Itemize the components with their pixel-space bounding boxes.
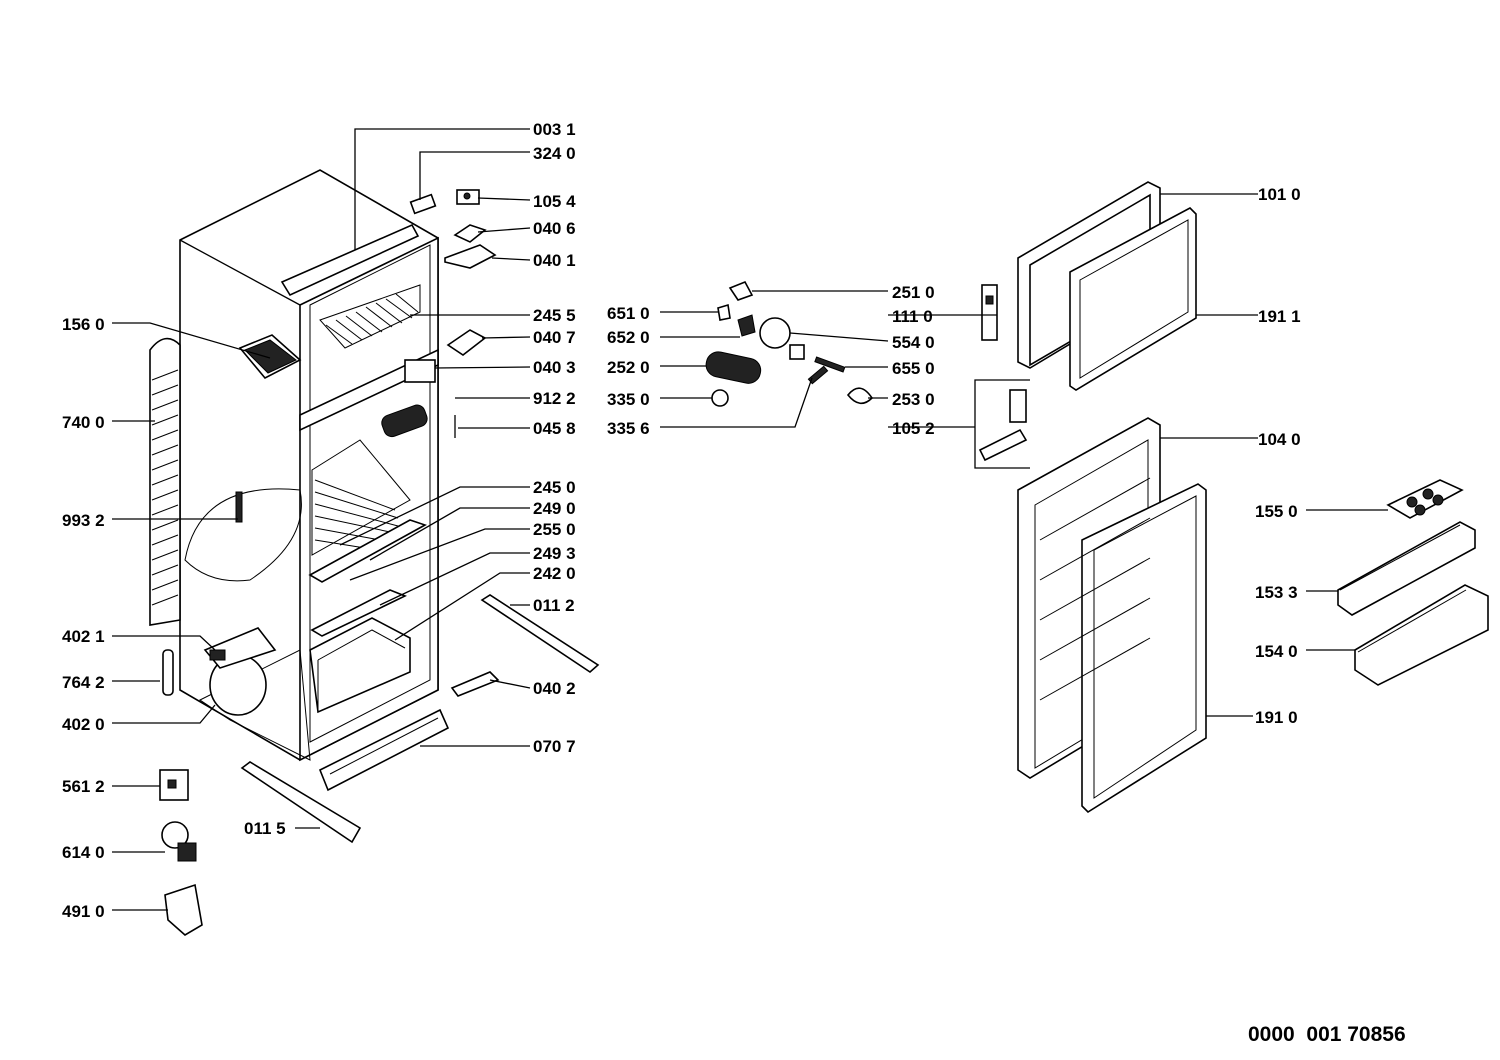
callout-561-2: 561 2	[62, 777, 105, 796]
top-panel	[280, 223, 420, 297]
ice-tray	[238, 334, 302, 380]
callout-045-8: 045 8	[533, 419, 576, 438]
callout-652-0: 652 0	[607, 328, 650, 347]
callout-156-0: 156 0	[62, 315, 105, 334]
thermostat-housing-252-0	[705, 351, 762, 384]
callout-101-0: 101 0	[1258, 185, 1301, 204]
rail-011-2	[480, 594, 600, 674]
lamp-holder-554-0	[759, 317, 805, 360]
thermostat-part	[161, 821, 197, 862]
callout-104-0: 104 0	[1258, 430, 1301, 449]
callout-245-0: 245 0	[533, 478, 576, 497]
part-105-4	[456, 189, 480, 205]
grille-070-7	[318, 708, 450, 792]
part-040-7	[446, 329, 487, 356]
callout-740-0: 740 0	[62, 413, 105, 432]
door-shelf-153-3	[1337, 521, 1476, 616]
callout-993-2: 993 2	[62, 511, 105, 530]
callout-249-0: 249 0	[533, 499, 576, 518]
callout-040-7: 040 7	[533, 328, 576, 347]
callout-105-2: 105 2	[892, 419, 935, 438]
lamp-cover-253-0	[846, 387, 874, 405]
callout-242-0: 242 0	[533, 564, 576, 583]
drain-detail	[184, 488, 302, 582]
refrigerator-cabinet	[179, 169, 439, 762]
callout-105-4: 105 4	[533, 192, 576, 211]
callout-255-0: 255 0	[533, 520, 576, 539]
part-040-1	[444, 244, 497, 269]
callout-111-0: 111 0	[892, 307, 933, 326]
bulb-655-0	[814, 356, 846, 373]
glass-shelf	[308, 519, 427, 583]
condenser	[149, 337, 181, 626]
callout-491-0: 491 0	[62, 902, 105, 921]
callout-245-5: 245 5	[533, 306, 576, 325]
bracket-040-2	[450, 671, 500, 697]
part-040-6	[453, 224, 487, 243]
compressor	[203, 627, 277, 716]
callout-655-0: 655 0	[892, 359, 935, 378]
callout-764-2: 764 2	[62, 673, 105, 692]
egg-tray-155-0	[1386, 479, 1464, 519]
callout-153-3: 153 3	[1255, 583, 1298, 602]
callout-253-0: 253 0	[892, 390, 935, 409]
fridge-door	[1017, 417, 1207, 814]
callout-324-0: 324 0	[533, 144, 576, 163]
callout-651-0: 651 0	[607, 304, 650, 323]
crisper-drawer	[309, 617, 411, 714]
callout-251-0: 251 0	[892, 283, 935, 302]
callout-252-0: 252 0	[607, 358, 650, 377]
callout-554-0: 554 0	[892, 333, 935, 352]
relay-cover	[164, 883, 203, 936]
rail-011-5	[240, 761, 362, 844]
callout-040-1: 040 1	[533, 251, 576, 270]
part-251-0	[728, 280, 754, 301]
filter-drier	[162, 649, 174, 696]
part-324-0	[409, 193, 437, 215]
callout-155-0: 155 0	[1255, 502, 1298, 521]
callout-191-0: 191 0	[1255, 708, 1298, 727]
hinge-111-0	[981, 284, 998, 341]
callout-402-1: 402 1	[62, 627, 105, 646]
callout-614-0: 614 0	[62, 843, 105, 862]
leader-lines	[112, 128, 1388, 911]
callout-011-2: 011 2	[533, 596, 575, 615]
callout-335-6: 335 6	[607, 419, 650, 438]
callout-402-0: 402 0	[62, 715, 105, 734]
callout-040-6: 040 6	[533, 219, 576, 238]
callout-335-0: 335 0	[607, 390, 650, 409]
callout-003-1: 003 1	[533, 120, 576, 139]
document-number: 0000 001 70856	[1248, 1023, 1406, 1046]
door-shelf-154-0	[1354, 584, 1489, 686]
callout-labels: 003 1 324 0 105 4 040 6 040 1 245 5 040 …	[62, 120, 1301, 921]
knob-335-0	[711, 389, 729, 407]
callout-249-3: 249 3	[533, 544, 576, 563]
callout-154-0: 154 0	[1255, 642, 1298, 661]
callout-040-2: 040 2	[533, 679, 576, 698]
fridge-shelf-grid	[311, 439, 411, 556]
start-relay	[159, 769, 189, 801]
freezer-door	[1017, 181, 1197, 391]
callout-070-7: 070 7	[533, 737, 576, 756]
glass-shelf-lower	[310, 589, 407, 637]
callout-912-2: 912 2	[533, 389, 576, 408]
hinge-105-2-group	[974, 379, 1030, 469]
callout-040-3: 040 3	[533, 358, 576, 377]
part-651-0	[717, 303, 731, 321]
callout-191-1: 191 1	[1258, 307, 1301, 326]
part-652-0	[737, 314, 756, 337]
callout-011-5: 011 5	[244, 819, 286, 838]
freezer-shelf	[319, 284, 421, 349]
